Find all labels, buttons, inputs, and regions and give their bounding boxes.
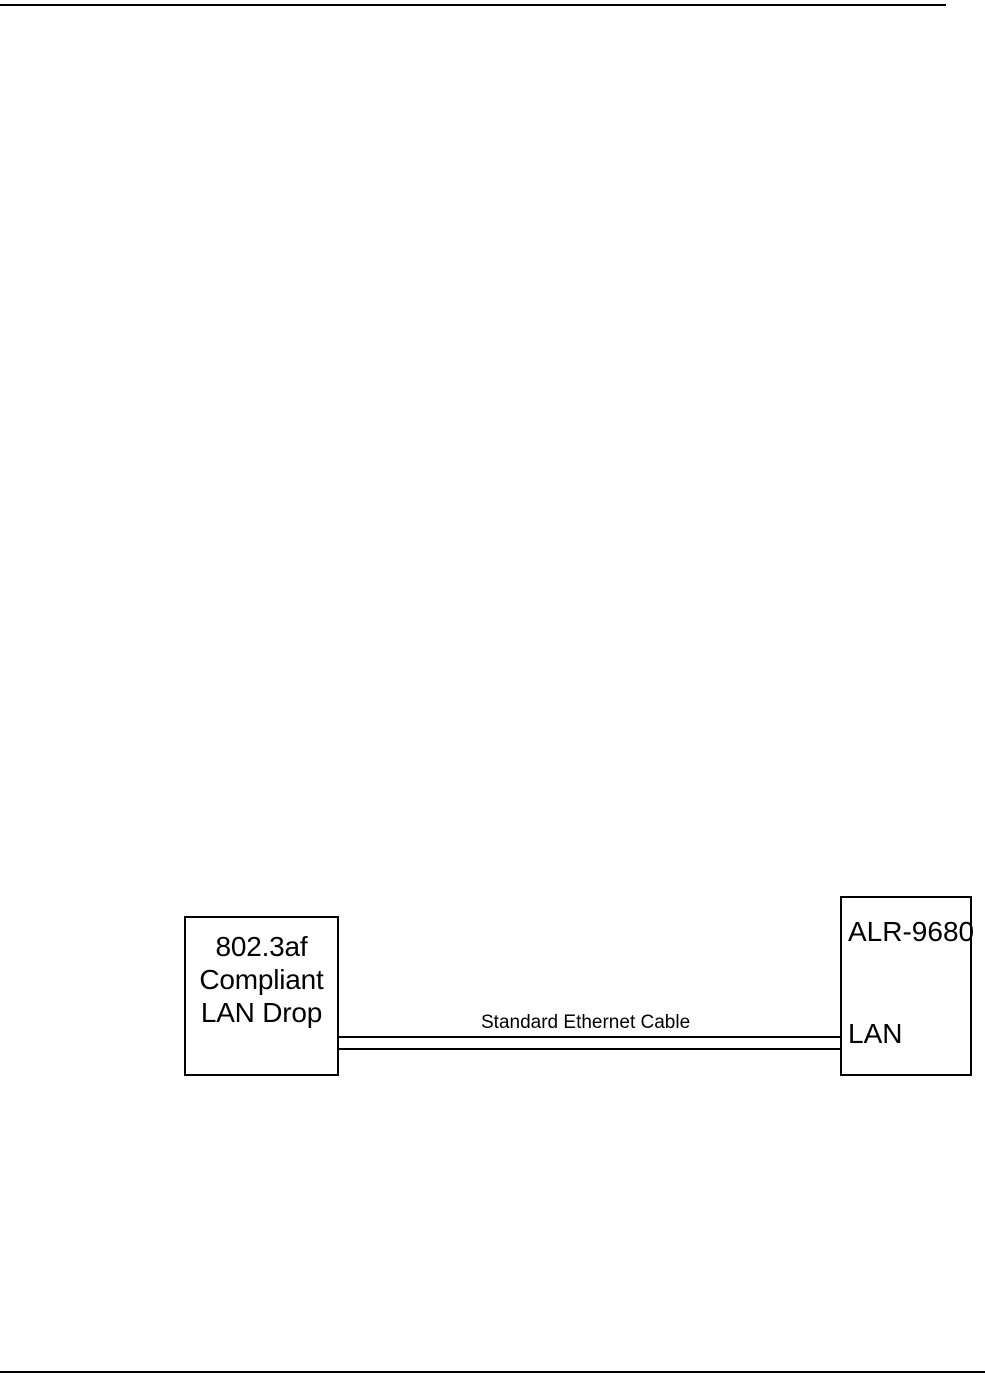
lan-drop-label: 802.3af Compliant LAN Drop xyxy=(186,930,337,1029)
reader-lan-port-label: LAN xyxy=(848,1018,903,1049)
ethernet-cable-line-lower xyxy=(338,1048,841,1050)
lan-drop-label-line-1: 802.3af xyxy=(215,931,308,962)
reader-model-label: ALR-9680 xyxy=(848,916,975,947)
lan-drop-node: 802.3af Compliant LAN Drop xyxy=(184,916,339,1076)
header-rule xyxy=(0,4,946,6)
lan-drop-label-line-2: Compliant xyxy=(199,964,324,995)
reader-node: ALR-9680 LAN xyxy=(840,896,975,1076)
ethernet-cable-label: Standard Ethernet Cable xyxy=(481,1012,691,1033)
footer-rule xyxy=(0,1371,985,1373)
lan-drop-label-line-3: LAN Drop xyxy=(200,997,323,1028)
ethernet-cable-line-upper xyxy=(338,1036,841,1038)
